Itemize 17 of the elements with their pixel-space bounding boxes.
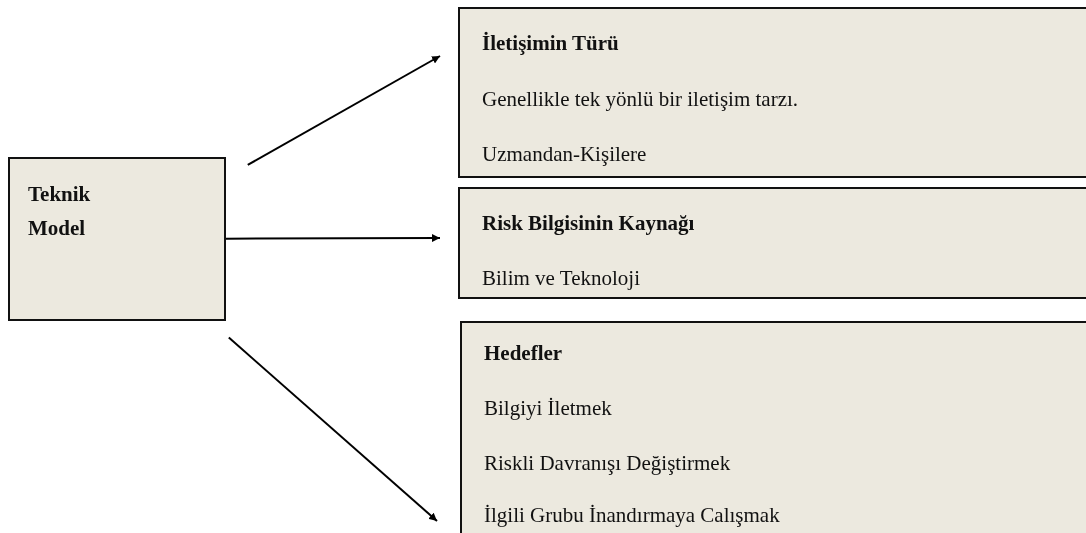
box-text: Uzmandan-Kişilere: [482, 142, 648, 166]
box-heading: Risk Bilgisinin Kaynağı: [482, 211, 696, 235]
box-text: Bilgiyi İletmek: [484, 396, 613, 420]
info-box: [458, 7, 1086, 178]
box-text: Genellikle tek yönlü bir iletişim tarzı.: [482, 87, 800, 111]
info-box: [458, 187, 1086, 299]
box-heading: İletişimin Türü: [482, 31, 620, 55]
box-text: Riskli Davranışı Değiştirmek: [484, 451, 732, 475]
arrow: [225, 234, 441, 242]
box-text: Bilim ve Teknoloji: [482, 266, 641, 290]
box-heading: Teknik Model: [28, 181, 92, 242]
arrow: [227, 336, 438, 522]
box-text: İlgili Grubu İnandırmaya Calışmak: [484, 503, 781, 527]
box-heading: Hedefler: [484, 341, 564, 365]
model-box: [8, 157, 226, 321]
info-box: [460, 321, 1086, 533]
arrow: [246, 55, 441, 166]
